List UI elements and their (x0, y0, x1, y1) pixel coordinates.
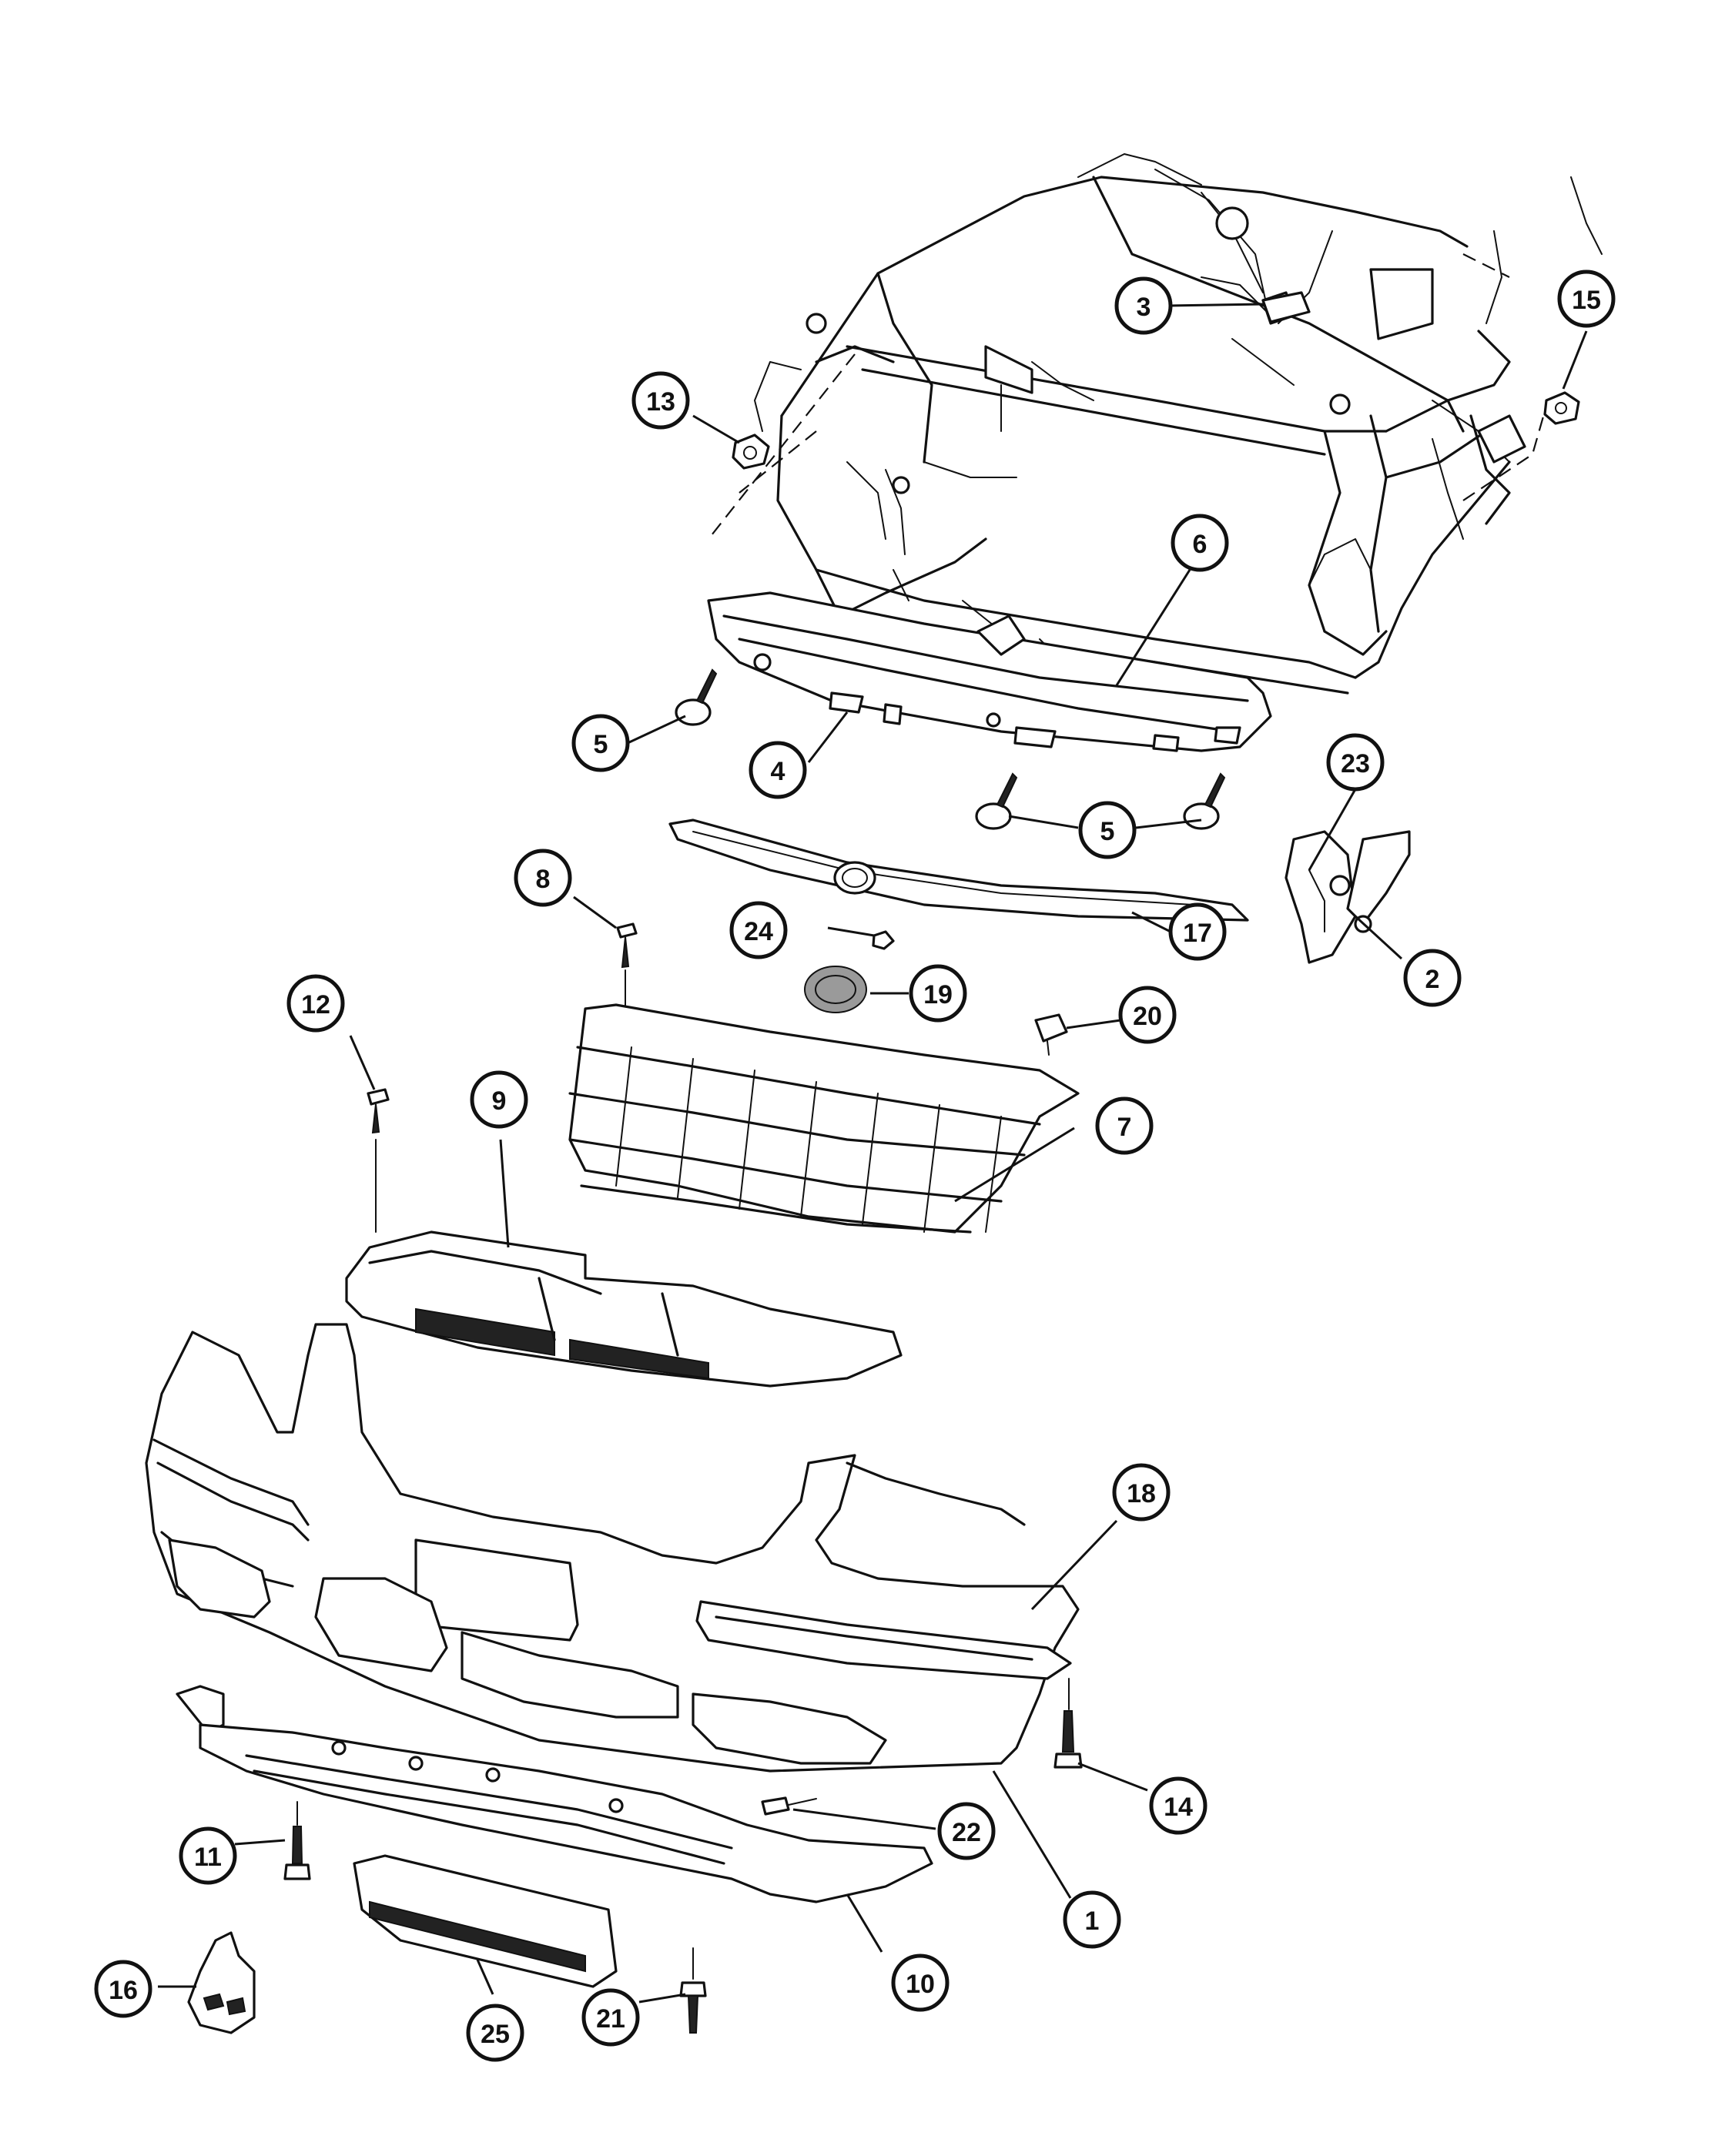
callout-17: 17 (1168, 902, 1227, 961)
callout-5-right: 5 (1078, 801, 1137, 859)
callout-22: 22 (937, 1802, 996, 1860)
grille (568, 1003, 1080, 1234)
callout-12: 12 (286, 974, 345, 1033)
callout-label: 24 (744, 917, 773, 946)
grille-upper-molding (668, 819, 1249, 922)
callout-label: 15 (1572, 286, 1601, 315)
callout-label: 4 (771, 757, 785, 786)
callout-24: 24 (729, 901, 788, 959)
callout-1: 1 (1063, 1890, 1121, 1949)
leader-lines (158, 303, 1588, 2004)
callout-14: 14 (1149, 1776, 1208, 1835)
callout-label: 8 (536, 865, 551, 894)
callout-label: 20 (1133, 1002, 1162, 1031)
front-bumper-fascia (145, 1323, 1080, 1773)
callout-label: 2 (1425, 965, 1440, 994)
callout-label: 21 (596, 2004, 625, 2034)
callout-label: 22 (952, 1818, 981, 1847)
callout-15: 15 (1557, 270, 1616, 328)
lower-air-dam (176, 1685, 933, 1903)
screw-8 (616, 922, 638, 1009)
callout-label: 9 (492, 1086, 507, 1116)
callout-13: 13 (631, 371, 690, 430)
nut-15 (1543, 391, 1580, 425)
callout-label: 23 (1341, 749, 1370, 778)
callout-4: 4 (749, 741, 807, 799)
callout-label: 12 (301, 990, 330, 1019)
front-frame-structure (708, 153, 1603, 695)
callout-9: 9 (470, 1070, 528, 1129)
callout-label: 7 (1117, 1113, 1132, 1142)
callout-16: 16 (94, 1960, 152, 2018)
callout-23: 23 (1326, 733, 1385, 792)
callout-19: 19 (909, 964, 967, 1023)
callout-label: 13 (646, 387, 675, 417)
callout-label: 6 (1193, 530, 1208, 559)
bumper-reinforcement-beam (707, 591, 1272, 752)
clip-20 (1034, 1013, 1068, 1056)
callout-11: 11 (179, 1826, 237, 1885)
callout-label: 5 (1100, 817, 1115, 846)
hood-latch-bracket (1285, 830, 1411, 964)
clip-3 (1261, 291, 1311, 323)
callout-25: 25 (466, 2004, 524, 2062)
screw-21 (679, 1947, 707, 2034)
callout-label: 17 (1183, 919, 1212, 948)
air-deflector (353, 1854, 618, 1988)
callout-label: 16 (109, 1976, 138, 2005)
callout-label: 19 (923, 980, 953, 1009)
callout-label: 25 (481, 2020, 510, 2049)
callout-2: 2 (1403, 949, 1462, 1007)
callout-8: 8 (514, 849, 572, 907)
callout-label: 18 (1127, 1479, 1156, 1508)
callout-label: 5 (594, 730, 608, 759)
callout-label: 1 (1085, 1907, 1100, 1936)
hardware-bag (187, 1931, 256, 2034)
callout-20: 20 (1118, 986, 1177, 1044)
callout-18: 18 (1112, 1463, 1171, 1522)
callout-6: 6 (1171, 514, 1229, 572)
callout-5-left: 5 (571, 714, 630, 772)
callout-7: 7 (1095, 1096, 1154, 1155)
nut-24 (872, 930, 895, 950)
screw-12 (367, 1088, 390, 1233)
callout-10: 10 (891, 1953, 950, 2012)
emblem (804, 966, 867, 1013)
callout-label: 14 (1164, 1793, 1193, 1822)
push-pin-fasteners (675, 668, 1226, 830)
callout-21: 21 (581, 1988, 640, 2047)
nut-13 (732, 434, 770, 470)
screw-14 (1053, 1678, 1083, 1769)
callout-label: 3 (1137, 293, 1151, 322)
grille-opening-reinforcement (345, 1230, 903, 1388)
callout-3: 3 (1114, 276, 1173, 335)
callout-label: 11 (194, 1843, 222, 1872)
callout-label: 10 (906, 1970, 935, 1999)
screw-11 (283, 1801, 311, 1880)
